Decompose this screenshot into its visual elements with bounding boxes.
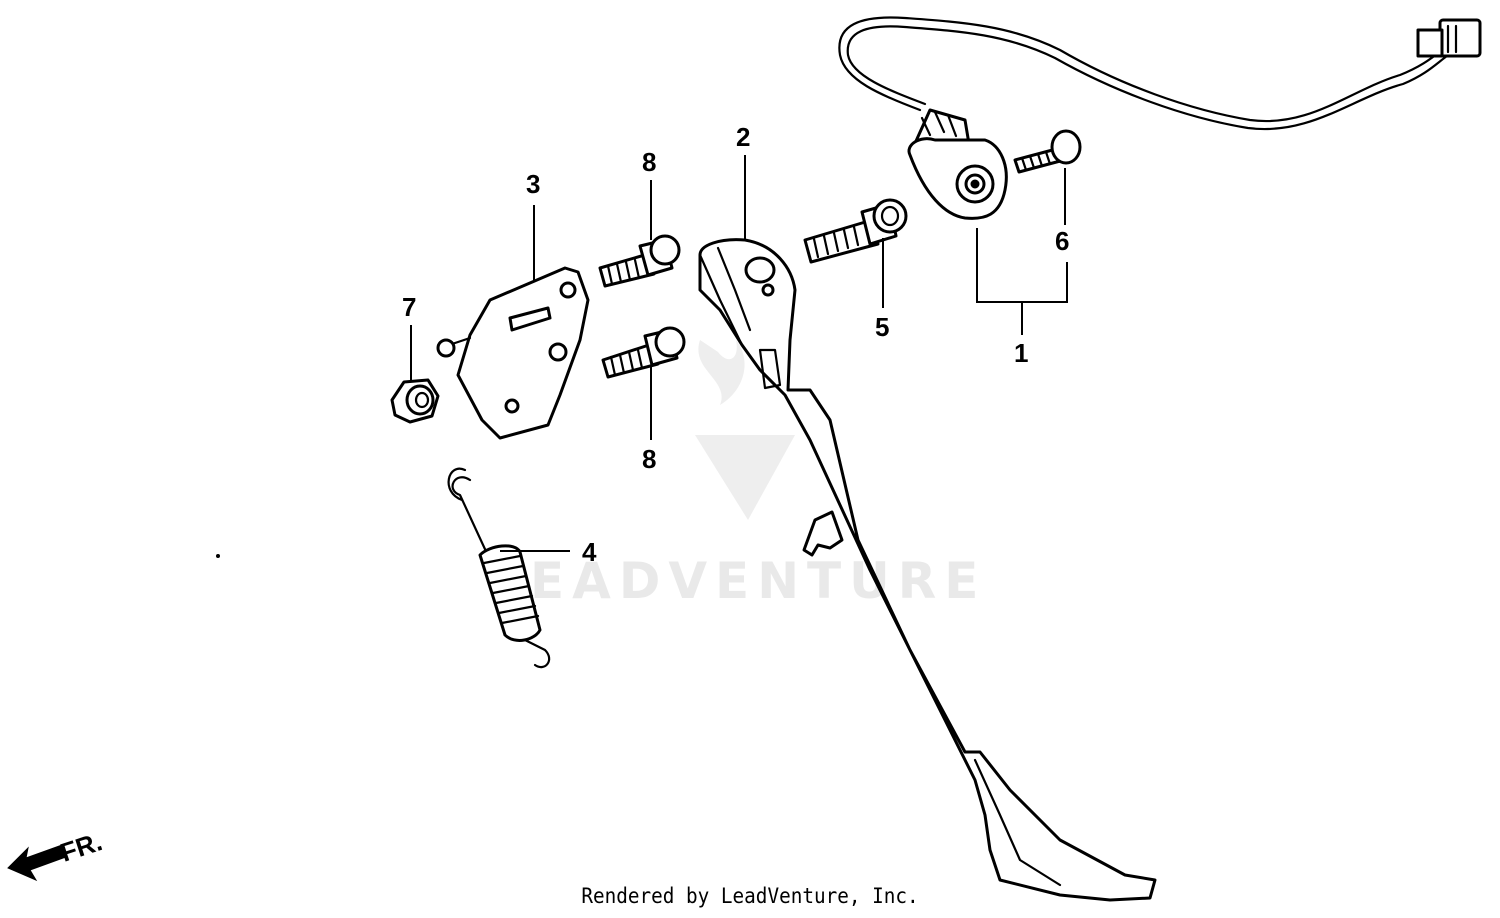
part-4-spring (447, 467, 551, 669)
callout-5: 5 (875, 312, 889, 342)
watermark-text: EADVENTURE (530, 552, 986, 610)
leader-lines (410, 155, 1068, 552)
callout-3: 3 (526, 169, 540, 199)
callout-2: 2 (736, 122, 750, 152)
callout-4: 4 (582, 537, 597, 567)
speck (216, 554, 220, 558)
watermark: EADVENTURE (530, 340, 986, 610)
harness-wire (838, 16, 1447, 123)
part-2-side-stand (698, 238, 1157, 902)
part-7-nut (390, 378, 440, 424)
part-8-bolt-lower (601, 326, 686, 379)
watermark-v-icon (695, 435, 795, 520)
svg-text:FR.: FR. (57, 826, 106, 867)
callout-7: 7 (402, 292, 416, 322)
harness-connector (1416, 18, 1482, 58)
callout-8-upper: 8 (642, 147, 656, 177)
front-arrow-icon (7, 844, 67, 882)
part-6-bolt (1013, 129, 1082, 174)
front-direction-indicator: FR. (7, 826, 106, 882)
part-3-bracket (436, 266, 590, 440)
footer-credit: Rendered by LeadVenture, Inc. (581, 884, 919, 908)
callout-6: 6 (1055, 226, 1069, 256)
callout-labels: 1 2 3 4 5 6 7 8 8 (402, 122, 1069, 567)
part-8-bolt-upper (598, 234, 681, 288)
callout-1: 1 (1014, 338, 1028, 368)
part-5-bolt (803, 198, 908, 264)
part-1-switch-assembly (838, 16, 1482, 220)
watermark-logo-icon (698, 340, 745, 405)
callout-8-lower: 8 (642, 444, 656, 474)
